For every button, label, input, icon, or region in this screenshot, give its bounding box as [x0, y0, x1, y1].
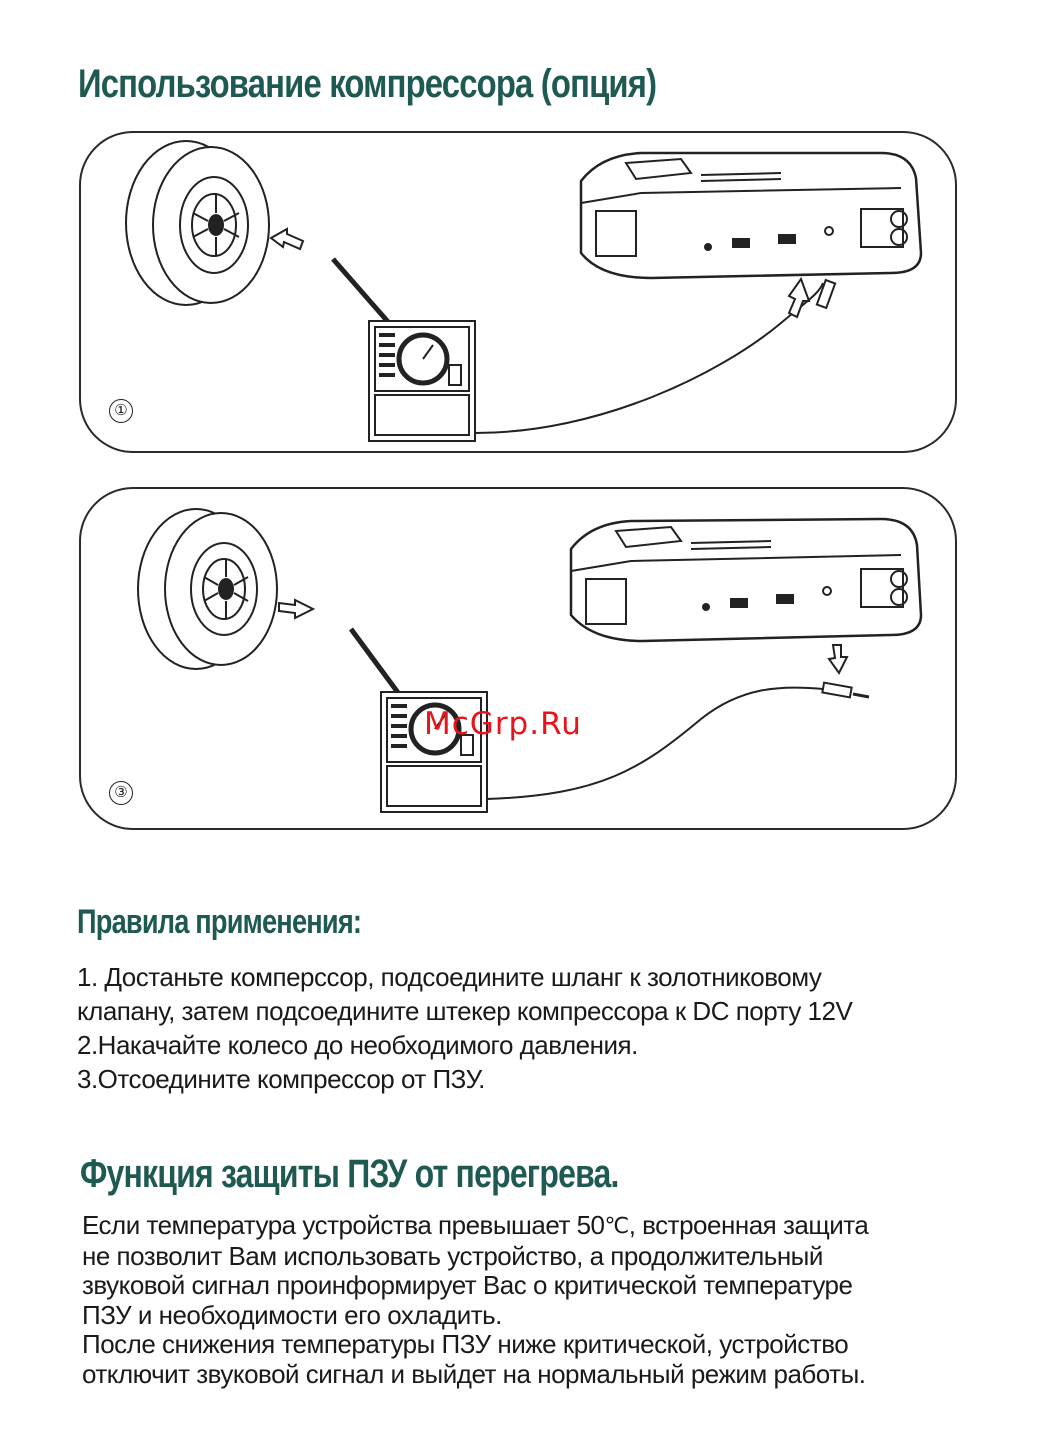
arrow-left-icon: [269, 227, 305, 251]
protection-heading: Функция защиты ПЗУ от перегрева.: [80, 1152, 619, 1196]
power-cable: [486, 686, 824, 800]
power-bank-icon: [579, 151, 923, 280]
protection-line-1-end: , встроенная защита: [628, 1210, 869, 1240]
tire-icon: [125, 140, 270, 306]
protection-line: Если температура устройства превышает 50…: [82, 1210, 982, 1242]
rules-line: 1. Достаньте комперссор, подсоедините шл…: [77, 962, 822, 992]
protection-line-1-start: Если температура устройства превышает 50: [82, 1210, 605, 1240]
rules-heading: Правила применения:: [77, 903, 362, 941]
protection-line: ПЗУ и необходимости его охладить.: [82, 1299, 502, 1330]
compressor-icon: [348, 627, 488, 813]
protection-line: не позволит Вам использовать устройство,…: [82, 1240, 823, 1271]
page-title: Использование компрессора (опция): [78, 62, 657, 106]
protection-line: После снижения температуры ПЗУ ниже крит…: [82, 1329, 849, 1359]
illustration-step-3: ③: [79, 487, 957, 830]
dc-plug-icon: [821, 681, 870, 699]
compressor-icon: [331, 257, 476, 442]
protection-line: звуковой сигнал проинформирует Вас о кри…: [82, 1270, 853, 1300]
step-number-3: ③: [109, 781, 133, 805]
arrow-down-icon: [827, 644, 849, 675]
illustration-step-1: ①: [79, 131, 957, 453]
rules-line: клапану, затем подсоедините штекер компр…: [77, 996, 853, 1026]
step-1-drawing: [125, 140, 923, 442]
watermark: McGrp.Ru: [424, 706, 582, 742]
rules-line: 3.Отсоедините компрессор от ПЗУ.: [77, 1064, 485, 1094]
arrow-up-icon: [787, 276, 811, 319]
rules-line: 2.Накачайте колесо до необходимого давле…: [77, 1030, 638, 1060]
step-number-1: ①: [109, 399, 133, 423]
power-bank-icon: [569, 517, 923, 643]
arrow-right-icon: [278, 598, 316, 620]
step-3-drawing: [137, 508, 923, 813]
rules-list: 1. Достаньте комперссор, подсоедините шл…: [77, 960, 977, 1096]
degree-celsius: ℃: [604, 1213, 630, 1238]
protection-text: Если температура устройства превышает 50…: [82, 1210, 982, 1389]
tire-icon: [137, 508, 278, 670]
power-cable: [474, 282, 824, 434]
protection-line: отключит звуковой сигнал и выйдет на нор…: [82, 1358, 866, 1389]
